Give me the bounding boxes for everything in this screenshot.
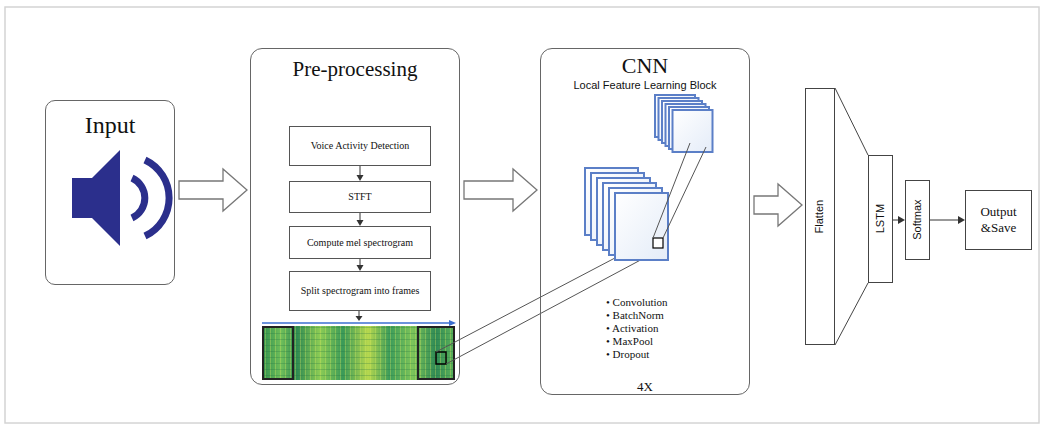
arrow-head xyxy=(898,216,905,224)
node-text: • Convolution xyxy=(606,296,749,309)
output-box: Output &Save xyxy=(965,190,1032,250)
arrow-head xyxy=(958,216,965,224)
node-label: Softmax xyxy=(911,200,924,240)
node-label: STFT xyxy=(348,191,371,203)
layer-box: LSTM xyxy=(868,155,893,283)
speaker-icon xyxy=(72,150,169,246)
layer-box: Flatten xyxy=(805,88,835,345)
arrow-line xyxy=(360,213,361,221)
process-box: Split spectrogram into frames xyxy=(289,271,431,311)
arrow-line xyxy=(360,166,361,176)
hollow-arrow xyxy=(754,184,802,226)
node-label: CNN xyxy=(541,53,749,79)
feature-maps xyxy=(655,95,713,152)
arrow-line xyxy=(930,220,959,221)
hollow-arrow xyxy=(464,169,537,211)
node-label: Input xyxy=(46,111,174,140)
node-text: • Activation xyxy=(606,322,749,335)
leader-line xyxy=(663,147,706,238)
kernel-square xyxy=(653,238,663,248)
cnn-panel: CNNLocal Feature Learning Block • Convolu… xyxy=(540,48,750,395)
node-text: Local Feature Learning Block xyxy=(541,79,749,92)
leader-line xyxy=(653,143,690,238)
node-label: Pre-processing xyxy=(251,57,459,82)
feature-maps xyxy=(585,168,668,260)
node-label: Split spectrogram into frames xyxy=(301,285,420,297)
node-text: • MaxPool xyxy=(606,335,749,348)
node-text: • BatchNorm xyxy=(606,309,749,322)
arrow-line xyxy=(360,259,361,266)
node-text: 4X xyxy=(633,379,657,395)
process-box: STFT xyxy=(289,181,431,213)
node-label: Flatten xyxy=(813,200,826,234)
node-label: Output &Save xyxy=(970,204,1027,235)
hollow-arrow xyxy=(179,169,247,211)
process-box: Voice Activity Detection xyxy=(289,126,431,166)
node-label: Compute mel spectrogram xyxy=(307,237,413,249)
small-arrow xyxy=(356,310,363,321)
node-label: LSTM xyxy=(874,204,887,233)
frame xyxy=(5,7,1039,423)
preprocessing-panel: Pre-processingVoice Activity DetectionST… xyxy=(250,48,460,385)
input-panel: Input xyxy=(45,100,175,285)
process-box: Compute mel spectrogram xyxy=(289,226,431,259)
funnel-connector xyxy=(835,88,868,345)
spectrogram-image xyxy=(262,320,456,380)
node-label: Voice Activity Detection xyxy=(311,140,410,152)
node-text: • Dropout xyxy=(606,348,749,361)
layer-box: Softmax xyxy=(905,180,930,260)
